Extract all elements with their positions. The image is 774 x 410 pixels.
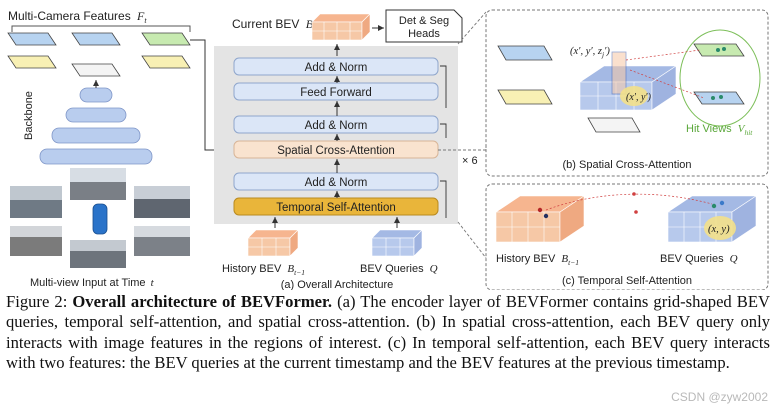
backbone-stack [39,87,153,165]
tsa-dashed-connector [457,221,487,259]
multi-camera-brace [11,25,191,32]
caption-title: Overall architecture of BEVFormer. [72,292,333,311]
backbone-layer-2 [65,107,127,123]
panel-b-view-3 [587,117,641,133]
watermark: CSDN @zyw2002 [671,390,768,404]
hit-view-2 [693,91,745,105]
det-seg-heads-line1: Det & Seg [399,15,449,27]
multi-camera-features-label: Multi-Camera Features Ft [8,9,147,25]
feature-map-1 [7,32,57,46]
add-norm-block-top [233,57,439,76]
panel-c-history-grid [495,195,585,243]
repeat-times-label: × 6 [462,155,478,167]
camera-images [10,168,190,268]
multiview-input-label: Multi-view Input at Time t [30,277,155,289]
panel-c-queries-label: BEV Queries Q [660,253,738,265]
add-norm-top-label: Add & Norm [305,62,368,74]
feature-map-4 [7,55,57,69]
history-bev-label: History BEV Bt−1 [222,263,305,277]
temporal-self-attention-label: Temporal Self-Attention [276,202,396,214]
ego-car-icon [92,203,108,235]
panel-b-frame [485,9,769,177]
caption-body: (a) The encoder layer of BEVFormer conta… [6,292,770,373]
bev-queries-label: BEV Queries Q [360,263,438,275]
panel-b-view-1 [497,45,553,61]
history-bev-grid [247,229,299,257]
spatial-cross-attention-block [233,140,439,159]
add-norm-block-middle [233,115,439,134]
backbone-label: Backbone [23,91,35,140]
bev-queries-grid [371,229,423,257]
bevformer-architecture-figure: Multi-Camera Features Ft Backbone Multi- [7,9,769,290]
det-seg-heads-line2: Heads [408,28,440,40]
residual-connections [440,65,447,218]
caption-prefix: Figure 2: [6,292,73,311]
backbone-layer-3 [51,127,141,144]
feature-map-5 [71,63,121,77]
current-bev-label: Current BEV Bt [232,17,316,33]
feature-map-6 [141,55,191,69]
feed-forward-block [233,82,439,101]
feed-forward-label: Feed Forward [300,87,372,99]
panel-c-frame [485,183,769,290]
feature-map-group [7,32,191,77]
feature-map-2 [71,32,121,46]
figure-caption: Figure 2: Overall architecture of BEVFor… [6,292,770,374]
panel-a-caption: (a) Overall Architecture [281,279,393,290]
det-seg-heads-box [385,9,463,43]
panel-c-attention-curve [545,193,713,211]
add-norm-block-bottom [233,172,439,191]
panel-b-caption: (b) Spatial Cross-Attention [563,159,692,171]
panel-b-view-2 [497,89,553,105]
temporal-self-attention-block [233,197,439,216]
add-norm-middle-label: Add & Norm [305,120,368,132]
spatial-cross-attention-label: Spatial Cross-Attention [277,145,395,157]
add-norm-bottom-label: Add & Norm [305,177,368,189]
current-bev-grid [311,13,371,41]
feature-map-3 [141,32,191,46]
backbone-layer-1 [79,87,113,103]
panel-b-3d-coord: (x′, y′, zj′) [570,46,610,59]
encoder-blocks: Add & Norm Feed Forward Add & Norm Spati… [233,57,439,216]
panel-c-caption: (c) Temporal Self-Attention [562,275,692,287]
panel-b-2d-coord: (x′, y′) [626,92,652,103]
panel-b-bev-grid [579,51,677,111]
hit-views-label: Hit Views Vhit [686,123,753,137]
backbone-layer-4 [39,148,153,165]
hit-views-ellipse [679,29,761,127]
panel-c-queries-grid [667,195,757,243]
panel-c-xy-coord: (x, y) [708,224,730,235]
panel-c-history-label: History BEV Bt−1 [496,253,579,267]
